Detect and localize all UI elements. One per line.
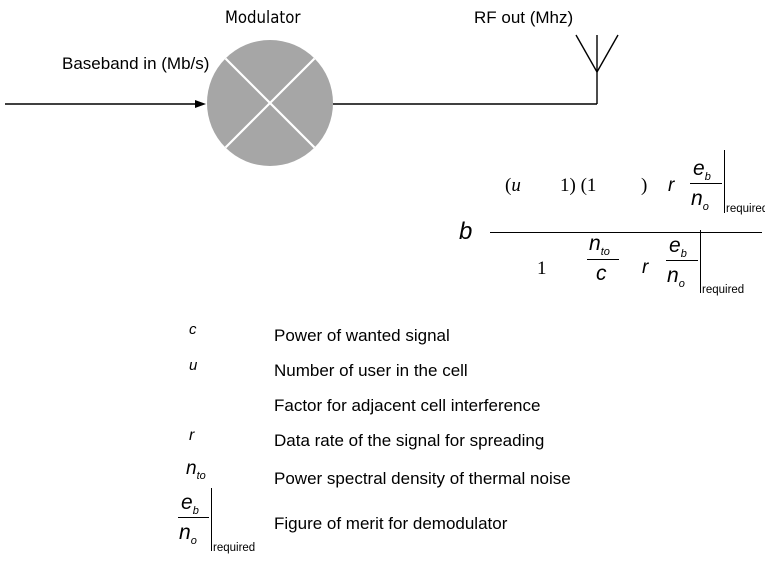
def-text-adjacent: Factor for adjacent cell interference (274, 396, 541, 415)
def-eval-bar (211, 488, 212, 551)
eq-den-no: no (667, 264, 685, 291)
def-text-ebno: Figure of merit for demodulator (274, 514, 508, 533)
eq-den-required: required (702, 284, 745, 296)
input-arrowhead (195, 100, 206, 108)
def-text-c: Power of wanted signal (274, 326, 450, 345)
def-symbol-c: c (189, 321, 197, 338)
def-symbol-no: no (179, 521, 197, 548)
eq-num-u: (u (505, 175, 521, 196)
eq-num-paren: ) (641, 175, 648, 196)
eq-num-no: no (691, 187, 709, 214)
def-symbol-r: r (189, 427, 195, 444)
eq-den-r: r (642, 257, 649, 278)
antenna-icon (575, 34, 619, 73)
eq-den-eb-bar (666, 260, 698, 261)
def-symbol-nto: nto (186, 458, 206, 482)
def-required: required (213, 542, 256, 554)
eq-den-eb: eb (669, 234, 687, 261)
eq-den-nto-bar (587, 259, 619, 260)
rf-output-label: RF out (Mhz) (474, 8, 574, 27)
eq-den-eval-bar (700, 230, 701, 293)
def-text-u: Number of user in the cell (274, 361, 468, 380)
def-symbol-u: u (189, 357, 198, 374)
eq-den-c: c (596, 262, 607, 285)
modulator-cross-2 (224, 57, 316, 149)
def-text-r: Data rate of the signal for spreading (274, 431, 545, 450)
eq-num-r: r (668, 175, 675, 196)
def-eb-bar (178, 517, 209, 518)
eq-num-required: required (726, 203, 765, 215)
eq-num-eval-bar (724, 150, 725, 213)
eq-den-1: 1 (537, 258, 547, 279)
eq-lhs: b (459, 218, 473, 245)
baseband-input-label: Baseband in (Mb/s) (62, 54, 210, 73)
eq-main-fraction-bar (490, 232, 762, 233)
def-symbol-eb: eb (181, 491, 199, 518)
eq-num-eb: eb (693, 157, 711, 184)
eq-den-nto: nto (589, 232, 610, 259)
modulator-label: Modulator (225, 8, 301, 28)
eq-num-1: 1) (1 (560, 175, 597, 196)
eq-num-eb-bar (690, 183, 722, 184)
def-text-nto: Power spectral density of thermal noise (274, 469, 571, 488)
